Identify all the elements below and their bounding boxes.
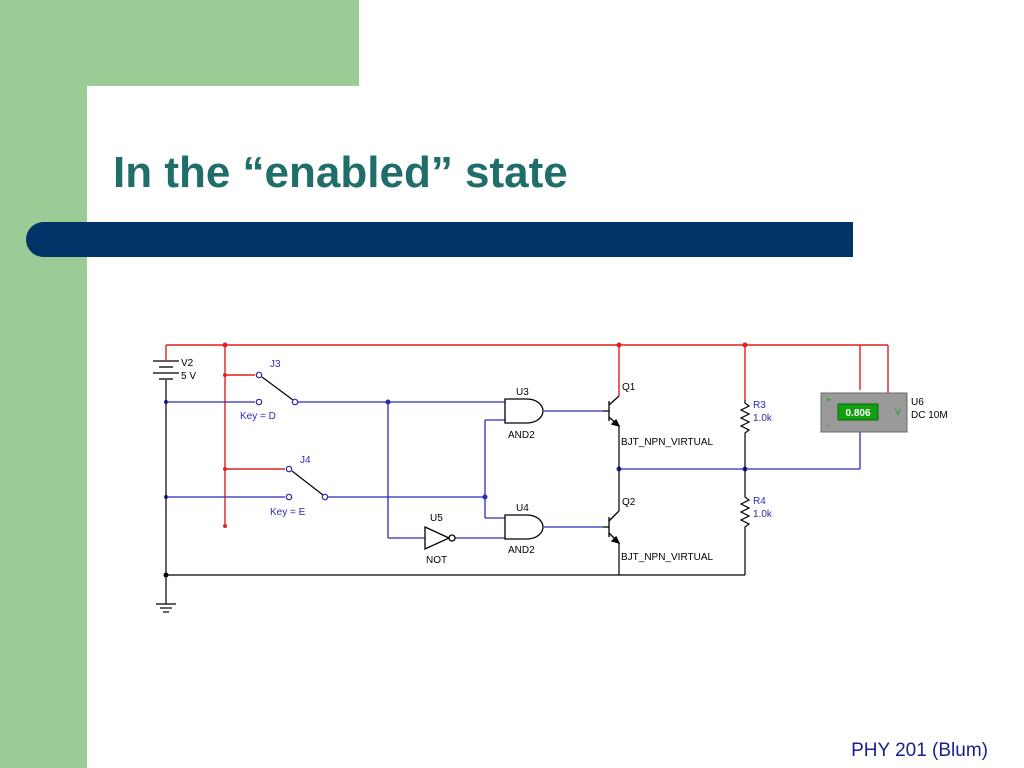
- switch-d-name: J3: [270, 359, 281, 370]
- meter-mode: DC 10M: [911, 410, 948, 421]
- resistor-top-icon: [739, 400, 751, 436]
- transistor-top-name: Q1: [622, 382, 636, 393]
- ground-junction: [163, 572, 169, 578]
- meter-reading: 0.806: [845, 408, 870, 419]
- slide-title: In the “enabled” state: [113, 148, 568, 197]
- and-gate-bottom-type: AND2: [508, 545, 535, 556]
- signal-wires: [166, 401, 861, 539]
- switch-d-icon: [255, 371, 299, 406]
- transistor-top-icon: [603, 395, 621, 428]
- meter-plus: +: [826, 395, 831, 405]
- switch-e-name: J4: [300, 455, 311, 466]
- resistor-bottom-icon: [739, 494, 751, 530]
- content-corner: [87, 86, 207, 206]
- power-junctions: [222, 342, 748, 528]
- not-gate-icon: [424, 525, 456, 551]
- and-gate-top-icon: [504, 398, 544, 424]
- source-name: V2: [181, 358, 194, 369]
- and-gate-bottom-name: U4: [516, 503, 529, 514]
- battery-icon: [153, 360, 179, 380]
- and-gate-top-name: U3: [516, 387, 529, 398]
- resistor-top-name: R3: [753, 400, 766, 411]
- switch-d-key: Key = D: [240, 411, 276, 422]
- resistor-top-value: 1.0k: [753, 413, 773, 424]
- title-underline-bar: [26, 222, 853, 257]
- ground-icon: [156, 603, 176, 613]
- not-gate-type: NOT: [426, 555, 447, 566]
- transistor-top-model: BJT_NPN_VIRTUAL: [621, 437, 714, 448]
- signal-junctions: [164, 399, 748, 500]
- meter-unit: V: [895, 407, 901, 417]
- ground-wires: [165, 380, 746, 604]
- transistor-bottom-icon: [603, 510, 621, 545]
- slide-footer: PHY 201 (Blum): [851, 740, 988, 761]
- green-top-band: [0, 0, 359, 86]
- and-gate-top-type: AND2: [508, 430, 535, 441]
- multimeter[interactable]: 0.806 + - V: [820, 392, 908, 433]
- transistor-bottom-name: Q2: [622, 497, 636, 508]
- transistor-bottom-model: BJT_NPN_VIRTUAL: [621, 552, 714, 563]
- meter-name: U6: [911, 397, 924, 408]
- switch-e-key: Key = E: [270, 507, 306, 518]
- resistor-bottom-value: 1.0k: [753, 509, 773, 520]
- switch-e-icon: [285, 465, 329, 501]
- resistor-bottom-name: R4: [753, 496, 766, 507]
- green-side-band: [0, 0, 87, 768]
- source-value: 5 V: [181, 371, 196, 382]
- not-gate-name: U5: [430, 513, 443, 524]
- and-gate-bottom-icon: [504, 514, 544, 540]
- meter-display: [837, 403, 879, 421]
- meter-minus: -: [826, 420, 829, 430]
